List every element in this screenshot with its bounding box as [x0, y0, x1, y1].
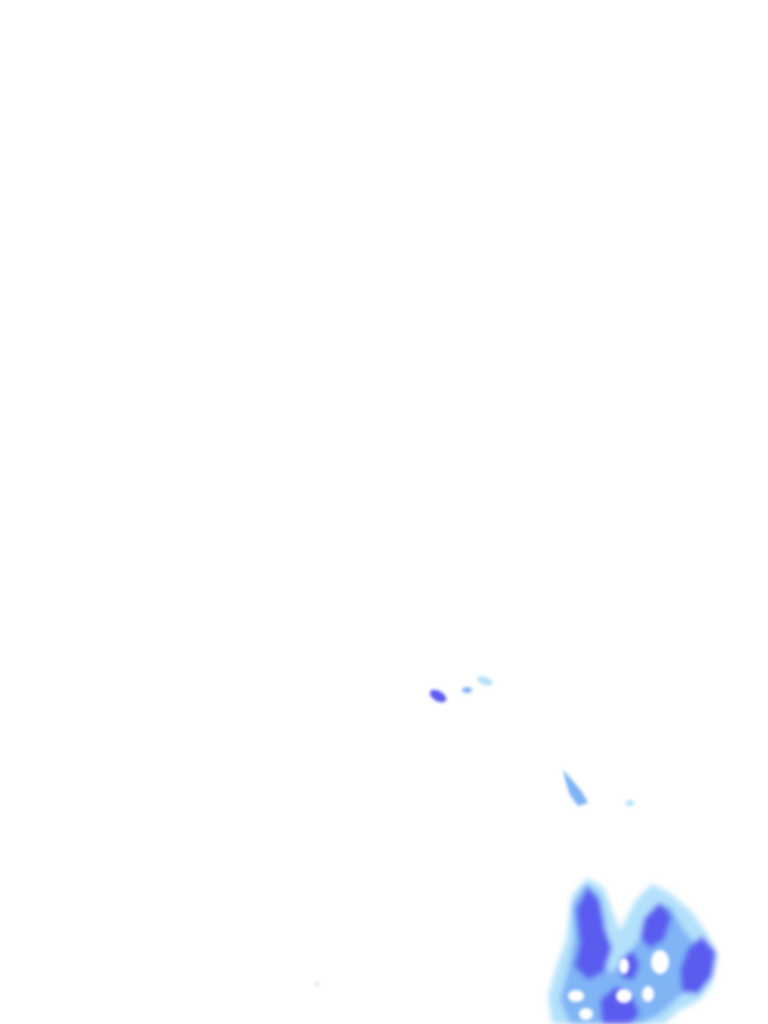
echo-small-3 [477, 676, 493, 686]
echo-streak [563, 770, 588, 806]
gap-5 [642, 986, 654, 1002]
echo-cluster-gaps [568, 950, 669, 1020]
echo-speck [626, 800, 634, 806]
gap-1 [619, 958, 629, 974]
echo-cluster [548, 878, 718, 1024]
gap-4 [616, 989, 632, 1003]
gap-3 [568, 990, 584, 1002]
echo-dot [315, 982, 319, 986]
echo-small-2 [462, 687, 472, 693]
echo-small-1 [429, 689, 447, 703]
echo-cluster-heavy-left [574, 886, 612, 980]
gap-2 [651, 950, 669, 974]
echo-cluster-heavy-mid [640, 902, 672, 948]
echo-streak-group [315, 770, 634, 986]
gap-6 [579, 1008, 593, 1020]
echo-cluster-heavy-right [680, 936, 716, 994]
echo-small-group [429, 676, 493, 703]
